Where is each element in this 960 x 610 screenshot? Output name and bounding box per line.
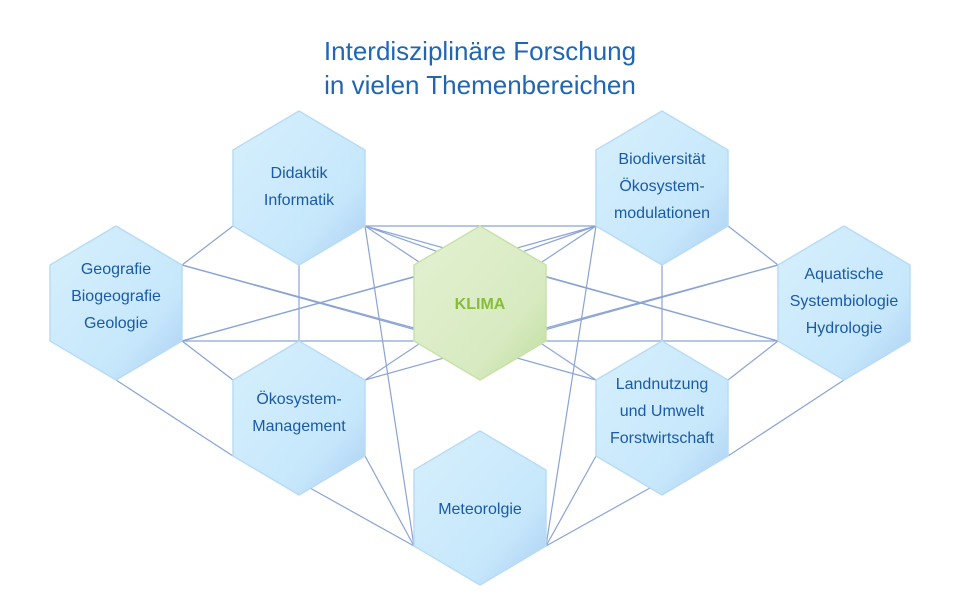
topic-label: Meteorolgie [438,501,522,518]
connection-line [545,487,651,547]
topic-label: Geologie [84,315,148,332]
connection-line [364,225,779,342]
topic-label: Landnutzung [616,376,709,393]
connection-line [727,379,845,457]
topic-hexagon-oekosystem: Ökosystem- Management [232,340,366,496]
connection-line [364,455,415,547]
topic-label: modulationen [614,205,710,222]
connection-line [545,225,597,547]
connection-line [181,264,597,381]
hexagon-shape [232,340,366,496]
connection-lines [115,225,845,547]
connection-line [364,264,779,381]
hexagon-shape [595,110,729,266]
topic-label: Ökosystem- [256,390,341,408]
topic-label: Didaktik [271,165,329,182]
topic-label: Forstwirtschaft [610,430,715,447]
hexagon-shape [413,225,547,381]
connection-line [181,225,234,266]
hexagon-shape [232,110,366,266]
topic-hexagon-meteorologie: Meteorolgie [413,430,547,586]
hexagon-shape [777,225,911,381]
topic-label: Ökosystem- [619,177,704,195]
topic-label: Management [252,418,346,435]
diagram-title: Interdisziplinäre Forschung in vielen Th… [0,34,960,102]
topic-label: Biogeografie [71,288,161,305]
topic-label: Informatik [264,192,335,209]
topic-label: Systembiologie [790,293,899,310]
connection-line [181,225,597,342]
topic-label: Biodiversität [618,151,706,168]
title-line-2: in vielen Themenbereichen [324,70,636,100]
connection-line [545,455,597,547]
center-label: KLIMA [455,296,506,313]
topic-label: Aquatische [804,266,883,283]
connection-line [364,225,415,547]
title-line-1: Interdisziplinäre Forschung [323,36,637,66]
topic-label: und Umwelt [620,403,705,420]
hexagon-shape [49,225,183,381]
center-hexagon-klima: KLIMA [413,225,547,381]
connection-line [309,487,415,547]
topic-label: Hydrologie [806,320,883,337]
connection-line [181,340,234,381]
hexagon-shape [595,340,729,496]
topic-label: Geografie [81,261,151,278]
hexagon-shape [413,430,547,586]
connection-line [727,225,779,266]
connection-line [727,340,779,381]
connection-line [115,379,234,457]
